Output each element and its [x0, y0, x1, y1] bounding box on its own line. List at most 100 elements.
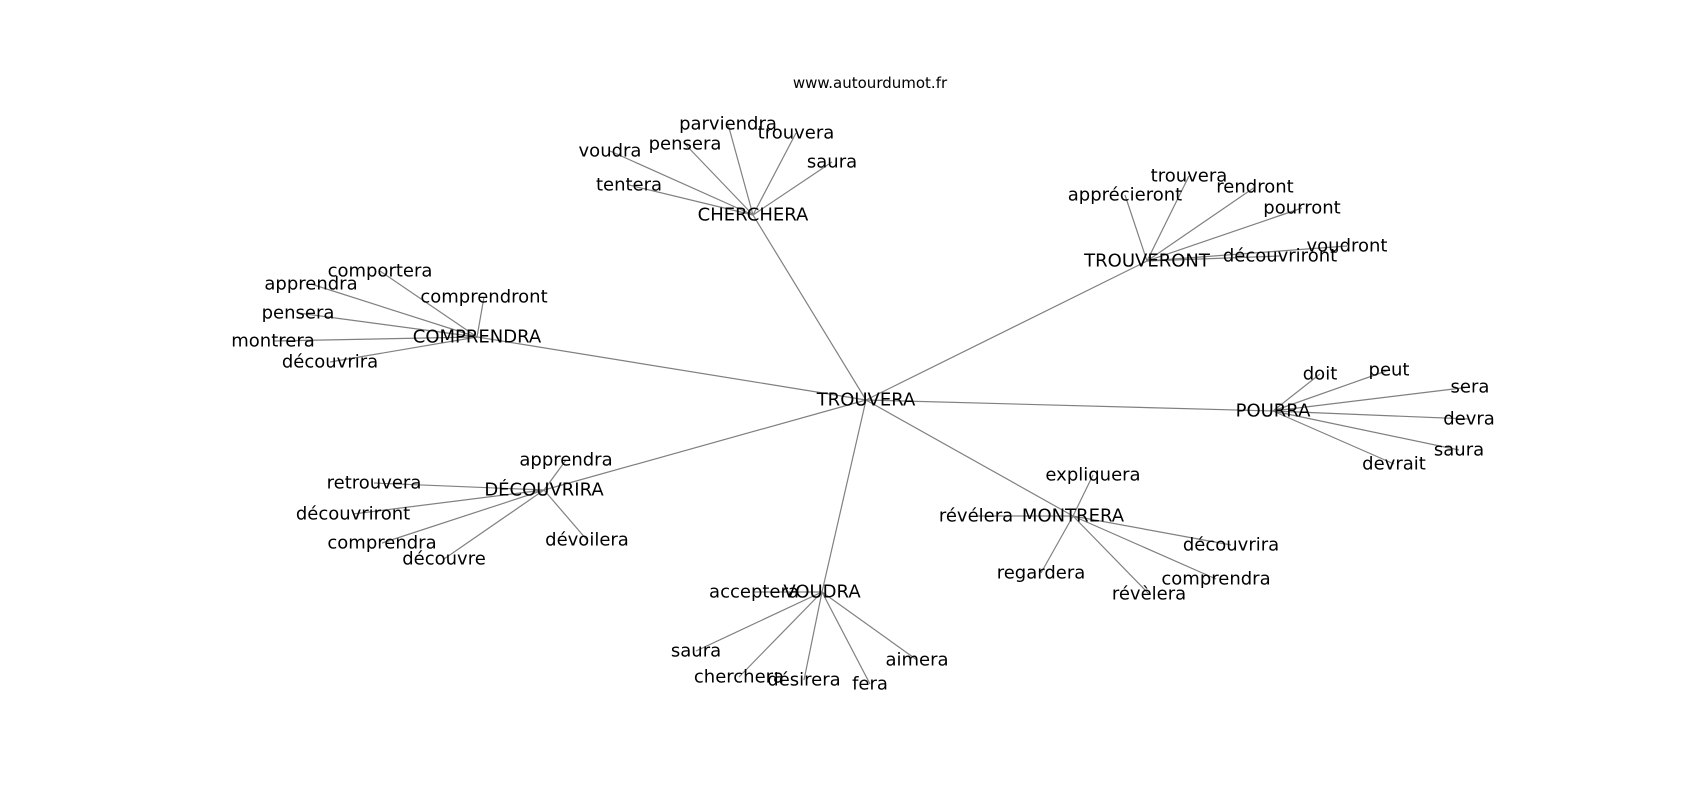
edge-trouveront-apprecieront	[1124, 194, 1148, 262]
edge-decouvrira-retrouvera	[373, 482, 545, 491]
edge-montrera-expliquera	[1072, 474, 1094, 517]
edge-comprendra-decouvrira	[329, 336, 478, 363]
edge-montrera-decouvrira	[1072, 515, 1232, 546]
leaf-node-comprendra: comprendra	[1161, 569, 1270, 590]
edge-decouvrira-decouvriront	[352, 489, 545, 515]
leaf-node-aimera: aimera	[885, 650, 948, 671]
edge-voudra-desirera	[803, 591, 823, 681]
edge-montrera-comprendra	[1072, 515, 1217, 580]
hub-node-voudra: VOUDRA	[783, 582, 861, 603]
hub-node-cherchera: CHERCHERA	[698, 205, 809, 226]
edge-cherchera-voudra	[609, 150, 754, 216]
edge-montrera-regardera	[1040, 515, 1074, 574]
root-node: TROUVERA	[816, 390, 916, 411]
leaf-node-retrouvera: retrouvera	[327, 473, 422, 494]
leaf-node-revelera: révélera	[939, 506, 1013, 527]
leaf-node-devoilera: dévoilera	[545, 530, 629, 551]
leaf-node-expliquera: expliquera	[1045, 465, 1140, 486]
source-label: www.autourdumot.fr	[793, 74, 948, 92]
leaf-node-devrait: devrait	[1362, 454, 1426, 475]
edge-decouvrira-devoilera	[543, 489, 588, 541]
leaf-node-comprendront: comprendront	[420, 287, 547, 308]
leaf-node-saura: saura	[807, 152, 857, 173]
leaf-node-regardera: regardera	[997, 563, 1086, 584]
leaf-node-apprecieront: apprécieront	[1068, 185, 1182, 206]
edge-comprendra-apprendra	[310, 283, 478, 338]
leaf-node-saura: saura	[1434, 440, 1484, 461]
edge-trouveront-rendront	[1146, 186, 1256, 262]
edge-voudra-fera	[821, 591, 871, 685]
hub-node-comprendra: COMPRENDRA	[413, 327, 542, 348]
leaf-node-sera: sera	[1451, 377, 1490, 398]
hub-node-pourra: POURRA	[1236, 401, 1311, 422]
edge-voudra-cherchera	[738, 591, 823, 678]
graph-labels: TROUVERACHERCHERAparviendratrouverapense…	[231, 114, 1495, 695]
edge-trouveront-pourront	[1146, 207, 1303, 262]
edge-decouvrira-comprendra	[381, 489, 545, 544]
leaf-node-pensera: pensera	[649, 134, 722, 155]
edge-voudra-saura	[695, 591, 823, 652]
leaf-node-desirera: désirera	[767, 670, 840, 691]
leaf-node-decouvriront: découvriront	[1223, 246, 1337, 267]
edge-root-trouveront	[865, 260, 1148, 401]
edge-pourra-doit	[1272, 373, 1321, 412]
edge-comprendra-comprendront	[476, 296, 485, 338]
leaf-node-acceptera: acceptera	[709, 582, 799, 603]
leaf-node-voudra: voudra	[579, 141, 642, 162]
edge-cherchera-tentera	[628, 184, 754, 216]
leaf-node-decouvrira: découvrira	[282, 352, 378, 373]
leaf-node-doit: doit	[1303, 364, 1338, 385]
leaf-node-comportera: comportera	[328, 261, 433, 282]
leaf-node-voudront: voudront	[1307, 236, 1388, 257]
edge-comprendra-comportera	[379, 270, 478, 338]
leaf-node-tentera: tentera	[596, 175, 662, 196]
edge-cherchera-saura	[752, 161, 833, 216]
leaf-node-peut: peut	[1369, 360, 1410, 381]
hub-node-montrera: MONTRERA	[1022, 506, 1125, 527]
leaf-node-montrera: montrera	[231, 331, 315, 352]
edge-pourra-devrait	[1272, 410, 1395, 465]
edge-trouveront-trouvera	[1146, 175, 1190, 262]
leaf-node-comprendra: comprendra	[327, 533, 436, 554]
edge-voudra-aimera	[821, 591, 918, 661]
edge-cherchera-trouvera	[752, 132, 797, 216]
edge-cherchera-parviendra	[727, 123, 754, 216]
edge-pourra-devra	[1272, 410, 1470, 420]
leaf-node-apprendra: apprendra	[264, 274, 357, 295]
leaf-node-devra: devra	[1443, 409, 1495, 430]
leaf-node-rendront: rendront	[1216, 177, 1293, 198]
leaf-node-fera: fera	[852, 674, 888, 695]
edge-pourra-saura	[1272, 410, 1460, 451]
edge-decouvrira-decouvre	[443, 489, 545, 560]
leaf-node-trouvera: trouvera	[1151, 166, 1228, 187]
edge-trouveront-voudront	[1146, 245, 1348, 262]
edge-pourra-peut	[1272, 369, 1390, 412]
hub-node-trouveront: TROUVERONT	[1083, 251, 1211, 272]
edge-root-pourra	[865, 399, 1274, 412]
edge-root-comprendra	[476, 336, 867, 401]
leaf-node-pensera: pensera	[262, 303, 335, 324]
leaf-node-trouvera: trouvera	[758, 123, 835, 144]
edge-comprendra-montrera	[272, 336, 478, 342]
leaf-node-apprendra: apprendra	[519, 450, 612, 471]
edge-pourra-sera	[1272, 386, 1471, 412]
leaf-node-saura: saura	[671, 641, 721, 662]
edge-root-montrera	[865, 399, 1074, 517]
edge-montrera-revelera	[1072, 515, 1150, 595]
edge-root-cherchera	[752, 214, 867, 401]
edge-cherchera-pensera	[684, 143, 754, 216]
leaf-node-pourront: pourront	[1263, 198, 1340, 219]
leaf-node-decouvrira: découvrira	[1183, 535, 1279, 556]
edge-decouvrira-apprendra	[543, 459, 567, 491]
edge-root-voudra	[821, 399, 867, 593]
graph-edges	[272, 123, 1471, 685]
leaf-node-revelera: révèlera	[1112, 584, 1186, 605]
edge-root-decouvrira	[543, 399, 867, 491]
edge-comprendra-pensera	[297, 312, 478, 338]
leaf-node-parviendra: parviendra	[679, 114, 777, 135]
edge-trouveront-decouvriront	[1146, 255, 1281, 262]
leaf-node-cherchera: cherchera	[694, 667, 784, 688]
leaf-node-decouvre: découvre	[402, 549, 486, 570]
hub-node-decouvrira: DÉCOUVRIRA	[484, 479, 604, 501]
